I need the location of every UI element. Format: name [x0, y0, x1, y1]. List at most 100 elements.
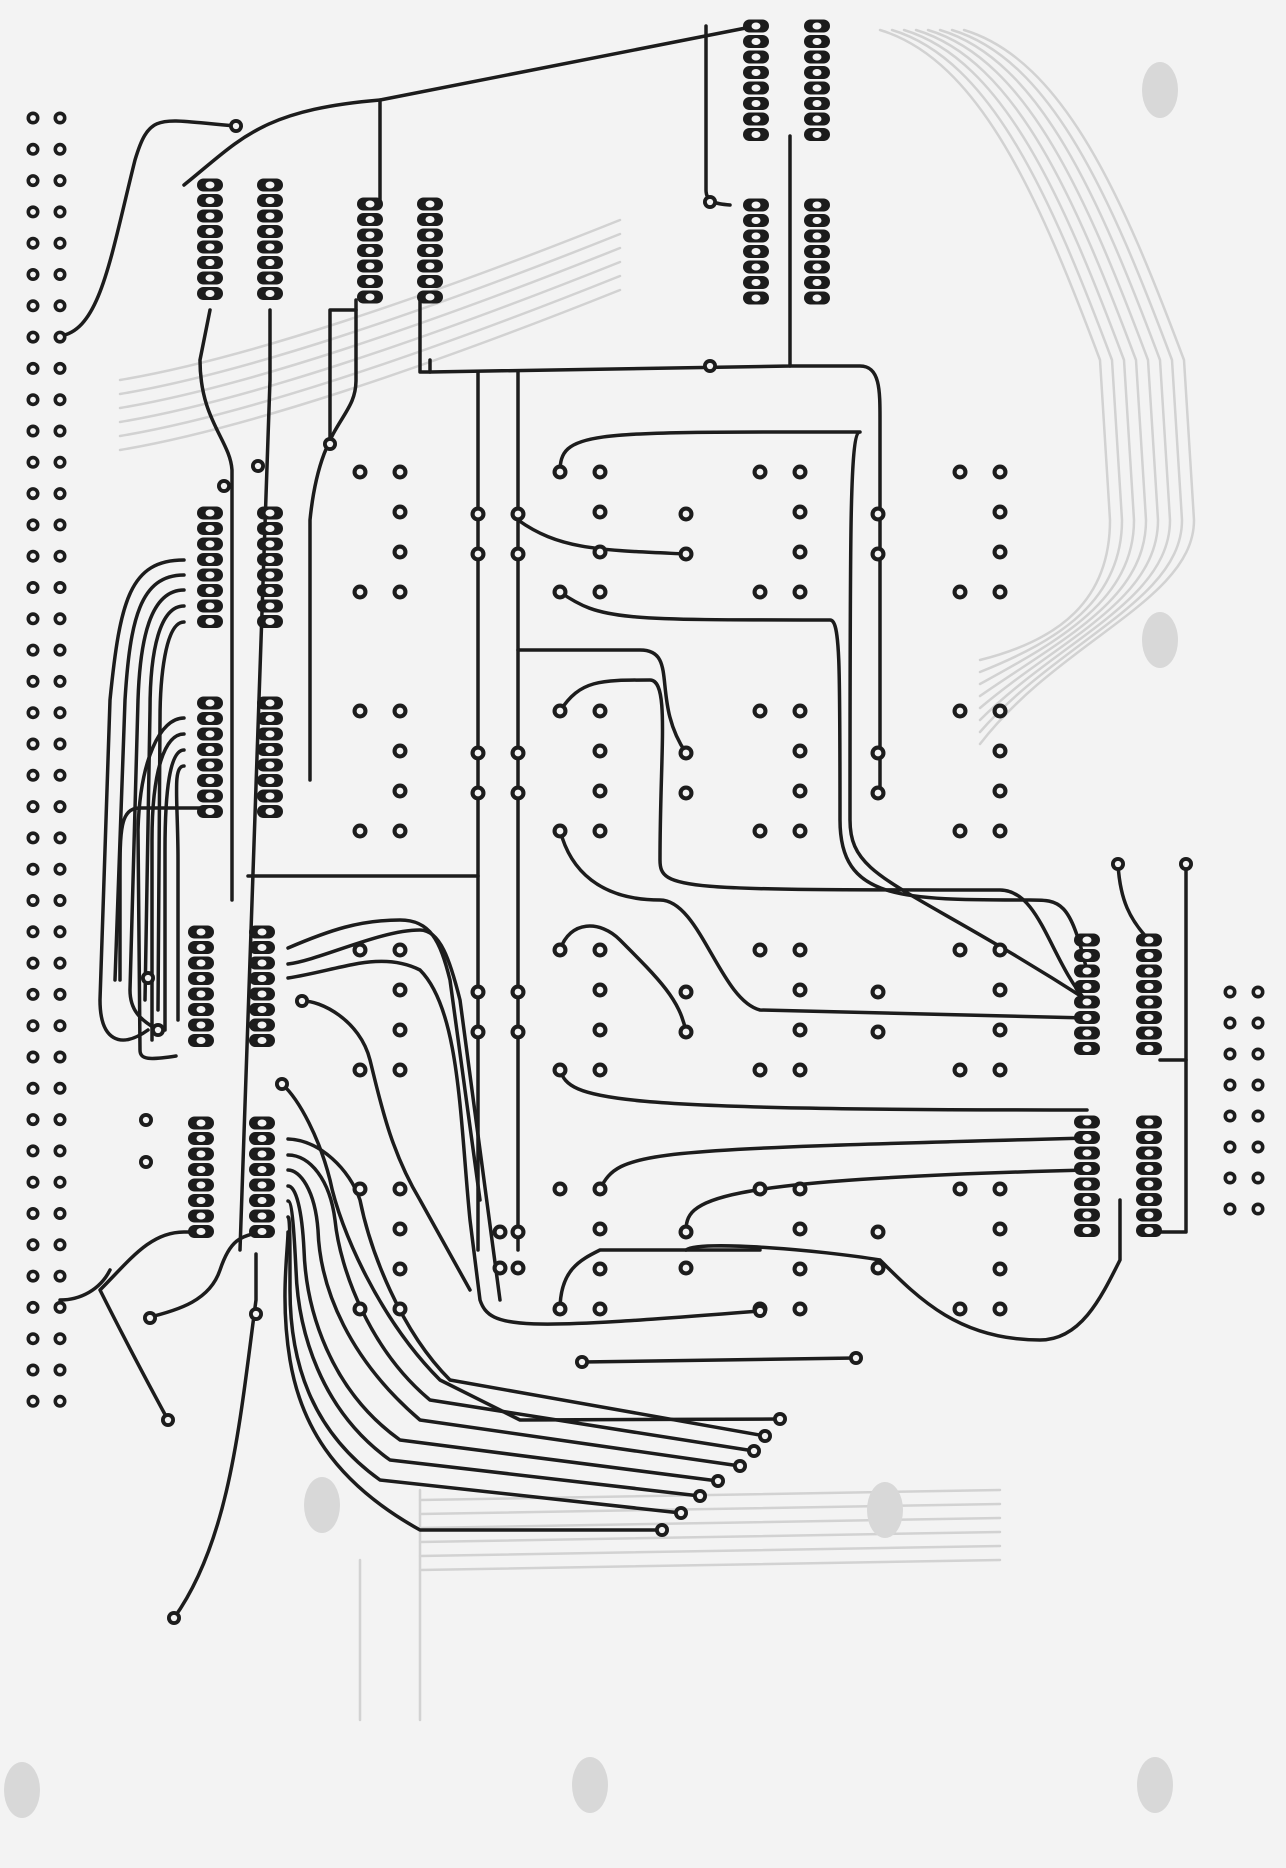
dip-pad-hole — [265, 602, 275, 610]
via-pad — [870, 546, 886, 562]
copper-trace — [516, 648, 688, 755]
dip-pad-hole — [425, 278, 435, 285]
dip-pad-hole — [257, 1135, 267, 1142]
pad-hole — [1227, 1175, 1233, 1181]
backside-ghost-trace — [418, 1488, 1002, 1502]
ic-u9-pad — [197, 568, 223, 582]
ic-u9-pad — [197, 553, 223, 566]
edge-connector-pad — [53, 1144, 67, 1158]
pad-hole — [57, 991, 63, 998]
ic-u5-pad — [743, 35, 769, 48]
pad-hole — [1255, 989, 1261, 995]
pad-hole — [30, 115, 36, 121]
pad-hole — [996, 946, 1004, 954]
edge-connector-pad — [53, 1394, 67, 1408]
header-pad — [1223, 1016, 1237, 1030]
pad-hole — [996, 468, 1004, 476]
test-point-pad — [703, 195, 717, 209]
dip-pad-hole — [265, 243, 275, 251]
component-pad — [352, 464, 368, 480]
pad-hole — [30, 584, 36, 591]
component-pad — [952, 464, 968, 480]
mounting-mark-mid-right — [1142, 612, 1178, 668]
pad-hole — [474, 789, 482, 797]
pad-hole — [30, 177, 36, 184]
pad-hole — [396, 747, 404, 755]
ic-u5-pad — [743, 112, 769, 126]
component-pad — [752, 1062, 768, 1078]
edge-connector-pad — [26, 236, 40, 250]
component-pad — [952, 1062, 968, 1078]
dip-pad-hole — [751, 232, 761, 240]
pad-hole — [682, 988, 690, 996]
dip-pad-hole — [812, 279, 822, 286]
dip-pad-hole — [812, 38, 822, 45]
pad-hole — [30, 866, 36, 873]
ic-u17-pad — [1074, 1011, 1100, 1024]
edge-connector-pad — [26, 1144, 40, 1158]
dip-pad-hole — [1144, 1014, 1154, 1021]
pad-hole — [30, 146, 36, 153]
dip-pad-hole — [1144, 1149, 1154, 1157]
ic-u7-pad — [743, 276, 769, 289]
pad-hole — [761, 1432, 769, 1440]
backside-ghost-trace — [118, 260, 622, 424]
pad-hole — [146, 1314, 154, 1322]
edge-connector-pad — [26, 518, 40, 532]
dip-pad-hole — [205, 761, 215, 769]
pad-hole — [514, 789, 522, 797]
ic-u4-pad — [417, 197, 443, 211]
dip-pad-hole — [365, 262, 375, 270]
ic-u5-pad — [743, 97, 769, 110]
pad-hole — [57, 177, 63, 184]
dip-pad-hole — [1144, 1118, 1154, 1126]
backside-ghost-trace — [118, 288, 622, 452]
component-pad — [592, 783, 608, 799]
component-pad — [792, 1022, 808, 1038]
pad-hole — [356, 827, 364, 835]
pad-hole — [57, 803, 63, 810]
ic-u6-pad — [804, 35, 830, 48]
copper-trace — [286, 959, 762, 1326]
component-pad — [792, 703, 808, 719]
ic-u9-pad — [197, 615, 223, 628]
ic-u8-pad — [804, 260, 830, 274]
component-pad — [592, 982, 608, 998]
pad-hole — [556, 588, 564, 596]
ic-u5-pad — [743, 66, 769, 79]
dip-pad-hole — [812, 115, 822, 123]
dip-pad-hole — [1082, 1180, 1092, 1188]
edge-connector-pad — [53, 1332, 67, 1346]
pad-hole — [474, 988, 482, 996]
dip-pad-hole — [257, 1006, 267, 1013]
pad-hole — [556, 707, 564, 715]
component-pad — [752, 942, 768, 958]
pad-hole — [396, 588, 404, 596]
pad-hole — [596, 1185, 604, 1193]
ic-u9-pad — [197, 584, 223, 597]
mounting-mark-low-left — [304, 1477, 340, 1533]
edge-connector-pad — [26, 174, 40, 188]
edge-connector-pad — [26, 1332, 40, 1346]
dip-pad-hole — [812, 84, 822, 92]
component-pad — [952, 942, 968, 958]
dip-pad-hole — [751, 22, 761, 30]
dip-pad-hole — [365, 278, 375, 285]
component-pad — [592, 823, 608, 839]
dip-pad-hole — [751, 294, 761, 302]
ic-u4-pad — [417, 259, 443, 273]
edge-connector-pad — [53, 737, 67, 751]
test-point-pad — [711, 1474, 725, 1488]
ic-u8-pad — [804, 245, 830, 258]
component-pad — [792, 1261, 808, 1277]
pad-hole — [396, 1305, 404, 1313]
pad-hole — [396, 1265, 404, 1273]
component-pad — [992, 544, 1008, 560]
ic-u12-pad — [257, 743, 283, 756]
edge-connector-pad — [53, 330, 67, 344]
ic-u12-pad — [257, 805, 283, 818]
copper-trace — [286, 1153, 756, 1453]
edge-connector-pad — [53, 1238, 67, 1252]
ic-u8-pad — [804, 276, 830, 289]
ic-u20-pad — [1136, 1162, 1162, 1175]
